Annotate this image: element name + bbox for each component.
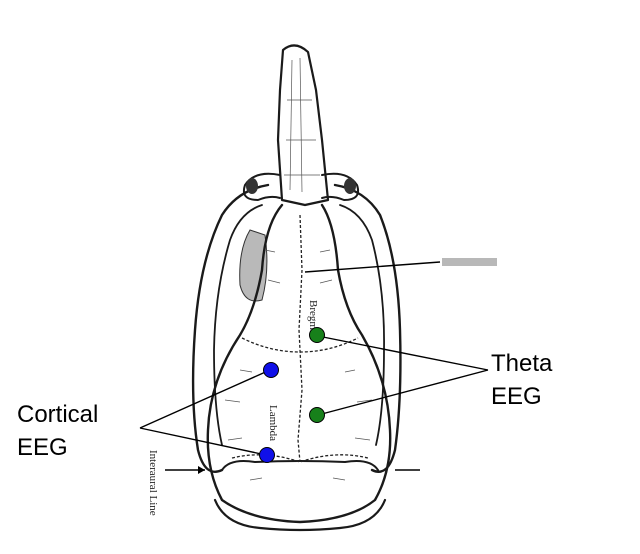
right-foramen xyxy=(344,178,356,194)
cortical-leader-upper xyxy=(139,369,271,429)
left-zygomatic-inner xyxy=(213,204,263,446)
cortical-electrode-posterior xyxy=(259,447,275,463)
cortical-electrode-anterior xyxy=(263,362,279,378)
theta-electrode-posterior xyxy=(309,407,325,423)
snout-outline xyxy=(276,44,330,207)
cortical-leader-lower xyxy=(139,427,267,456)
interaural-label: Interaural Line xyxy=(147,450,159,516)
left-zygomatic-arch xyxy=(191,183,270,473)
left-foramen xyxy=(246,178,258,194)
right-zygomatic-inner xyxy=(339,204,385,446)
braincase-texture xyxy=(224,249,373,481)
theta-eeg-label: Theta EEG xyxy=(491,350,553,410)
theta-leader-lower xyxy=(317,369,489,416)
theta-electrode-anterior xyxy=(309,327,325,343)
occipital-outline xyxy=(221,460,379,471)
occipital-base xyxy=(213,498,387,532)
interaural-arrowhead xyxy=(198,466,205,474)
right-orbit xyxy=(321,172,360,201)
theta-leader-upper xyxy=(317,335,489,371)
braincase-outline xyxy=(206,203,392,524)
snout-texture xyxy=(284,57,320,193)
annotation-scribble xyxy=(442,258,497,266)
right-zygomatic-arch xyxy=(333,183,402,473)
coronal-suture xyxy=(241,337,359,353)
left-orbit xyxy=(242,172,281,201)
sagittal-suture xyxy=(297,214,303,463)
cortical-eeg-label: Cortical EEG xyxy=(17,401,99,461)
lambda-label: Lambda xyxy=(267,405,279,441)
annotation-pointer xyxy=(304,261,441,273)
bregma-label: Bregma xyxy=(307,300,319,335)
